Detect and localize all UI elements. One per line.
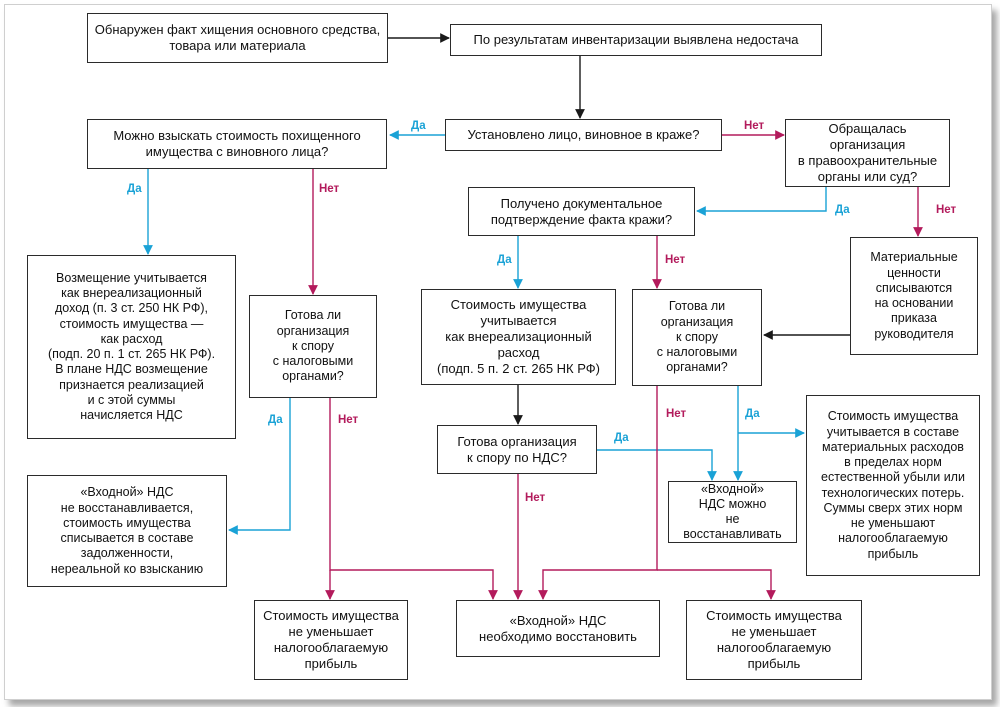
node-vat-must-restore: «Входной» НДС необходимо восстановить (456, 600, 660, 657)
node-ready-dispute-right: Готова ли организация к спору с налоговы… (632, 289, 762, 386)
edge-label-no: Нет (525, 492, 546, 504)
edge-label-yes: Да (127, 183, 142, 195)
edge-label-yes: Да (497, 254, 512, 266)
node-writeoff-by-order: Материальные ценности списываются на осн… (850, 237, 978, 355)
edge-label-no: Нет (665, 254, 686, 266)
edge-label-no: Нет (744, 120, 765, 132)
edge-label-yes: Да (268, 414, 283, 426)
node-applied-to-authorities: Обращалась организация в правоохранитель… (785, 119, 950, 187)
node-no-profit-reduction-left: Стоимость имущества не уменьшает налогоо… (254, 600, 408, 680)
edge-n11-n18-no (657, 569, 776, 600)
edge-n5-n6-yes (696, 187, 827, 216)
node-vat-not-restored-debt: «Входной» НДС не восстанавливается, стои… (27, 475, 227, 587)
edge-label-yes: Да (614, 432, 629, 444)
edge-label-no: Нет (936, 204, 957, 216)
edge-n9-n17-no (329, 398, 498, 600)
edge-label-yes: Да (745, 408, 760, 420)
edge-label-yes: Да (835, 204, 850, 216)
edge-n11-n17-no (538, 386, 658, 600)
node-nonoperating-expense: Стоимость имущества учитывается как внер… (421, 289, 616, 385)
node-ready-vat-dispute: Готова организация к спору по НДС? (437, 425, 597, 474)
node-no-profit-reduction-right: Стоимость имущества не уменьшает налогоо… (686, 600, 862, 680)
node-culprit-identified: Установлено лицо, виновное в краже? (445, 119, 722, 151)
edge-label-no: Нет (319, 183, 340, 195)
node-inventory-shortage: По результатам инвентаризации выявлена н… (450, 24, 822, 56)
node-recover-from-culprit: Можно взыскать стоимость похищенного иму… (87, 119, 387, 169)
node-compensation-income: Возмещение учитывается как внереализацио… (27, 255, 236, 439)
node-theft-documented: Получено документальное подтверждение фа… (468, 187, 695, 236)
edge-label-no: Нет (338, 414, 359, 426)
edge-label-yes: Да (411, 120, 426, 132)
edge-n9-n14-yes (228, 398, 291, 535)
node-ready-dispute-left: Готова ли организация к спору с налоговы… (249, 295, 377, 398)
edge-n13-n15-yes (597, 449, 717, 481)
node-theft-detected: Обнаружен факт хищения основного средств… (87, 13, 388, 63)
node-material-expenses: Стоимость имущества учитывается в состав… (806, 395, 980, 576)
node-vat-may-not-restore: «Входной» НДС можно не восстанавливать (668, 481, 797, 543)
edge-label-no: Нет (666, 408, 687, 420)
